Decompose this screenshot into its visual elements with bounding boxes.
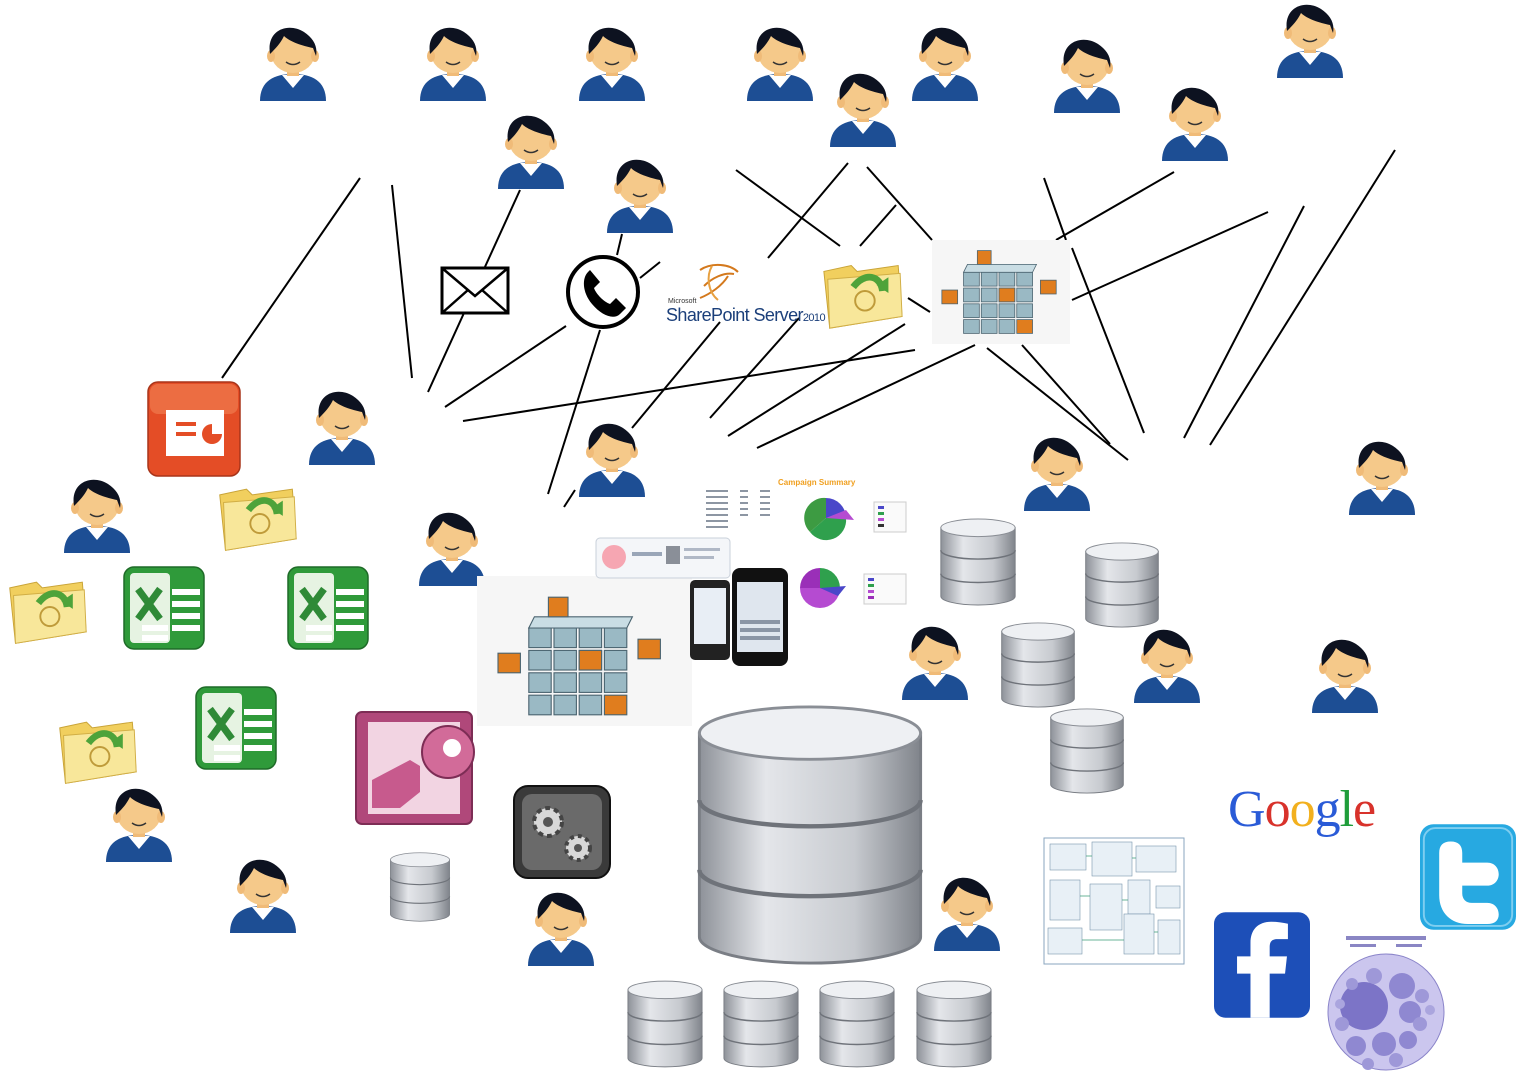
google-letter: G	[1228, 781, 1266, 838]
person-icon	[418, 512, 486, 586]
person-icon	[829, 73, 897, 147]
person-icon	[105, 788, 173, 862]
google-letter: o	[1264, 781, 1291, 838]
person-icon	[1276, 4, 1344, 78]
sharepoint-version: 2010	[802, 312, 826, 324]
connection-line	[1055, 171, 1175, 241]
person-icon	[63, 479, 131, 553]
sharepoint-product: SharePoint Server	[666, 305, 803, 325]
person-icon	[229, 859, 297, 933]
connection-line	[547, 329, 601, 495]
twitter-icon	[1420, 824, 1516, 930]
person-icon	[1161, 87, 1229, 161]
person-icon	[308, 391, 376, 465]
connection-line	[462, 349, 916, 422]
person-icon	[419, 27, 487, 101]
database-icon	[723, 980, 799, 1068]
shared-folder-icon	[10, 582, 86, 643]
google-logo: Google	[1228, 780, 1376, 839]
connection-line	[631, 321, 721, 429]
connection-line	[727, 323, 906, 437]
person-icon	[578, 423, 646, 497]
phone-icon	[566, 255, 640, 329]
google-letter: o	[1289, 781, 1316, 838]
shared-folder-icon	[60, 722, 136, 783]
connection-line	[859, 204, 897, 247]
connection-line	[907, 297, 931, 313]
person-icon	[933, 877, 1001, 951]
person-icon	[1348, 441, 1416, 515]
database-icon	[389, 852, 451, 922]
facebook-icon	[1214, 912, 1310, 1018]
connection-line	[1071, 211, 1269, 301]
person-icon	[578, 27, 646, 101]
bubble-chart	[1327, 936, 1445, 1071]
database-icon	[819, 980, 895, 1068]
connection-line	[616, 233, 623, 256]
person-icon	[606, 159, 674, 233]
person-icon	[1133, 629, 1201, 703]
sharepoint-logo-text: SharePoint Server2010	[666, 305, 826, 326]
campaign-summary-title: Campaign Summary	[778, 478, 856, 487]
connection-line	[986, 347, 1129, 461]
database-icon	[1049, 708, 1125, 794]
connection-lines	[221, 149, 1396, 508]
connection-line	[444, 325, 567, 408]
shared-folder-icon	[824, 266, 902, 329]
database-icon	[627, 980, 703, 1068]
connection-line	[1183, 205, 1305, 439]
database-icon	[916, 980, 992, 1068]
database-icon	[940, 518, 1016, 606]
connection-line	[866, 166, 933, 241]
google-letter: g	[1314, 781, 1341, 838]
database-icon	[1000, 622, 1076, 708]
connection-line	[639, 261, 661, 279]
person-icon	[1053, 39, 1121, 113]
google-letter: e	[1353, 781, 1376, 838]
connection-line	[709, 317, 800, 419]
connection-line	[756, 344, 976, 449]
person-icon	[527, 892, 595, 966]
shared-folder-icon	[220, 489, 296, 550]
sharepoint-brand: Microsoft	[668, 298, 697, 305]
excel-icon	[288, 567, 368, 649]
person-icon	[746, 27, 814, 101]
settings-gears-icon	[513, 785, 611, 879]
excel-icon	[196, 687, 276, 769]
person-icon	[1023, 437, 1091, 511]
schema-diagram	[1043, 837, 1185, 965]
dashboard-mockup	[595, 490, 907, 666]
connection-line	[221, 177, 361, 379]
database-icon	[1084, 542, 1160, 628]
google-letter: l	[1339, 781, 1354, 838]
person-icon	[901, 626, 969, 700]
envelope-icon	[440, 266, 510, 315]
powerpoint-icon	[147, 381, 241, 477]
access-key-icon	[355, 711, 475, 825]
connection-line	[1071, 247, 1145, 434]
connection-line	[1209, 149, 1396, 446]
person-icon	[497, 115, 565, 189]
person-icon	[1311, 639, 1379, 713]
connection-line	[1043, 177, 1067, 241]
connection-line	[391, 184, 413, 379]
excel-icon	[124, 567, 204, 649]
database-icon	[699, 707, 920, 963]
connection-line	[563, 489, 576, 508]
connection-line	[767, 162, 849, 259]
sharepoint-logo	[699, 264, 739, 301]
connection-line	[735, 169, 841, 247]
connection-line	[1021, 344, 1111, 445]
person-icon	[911, 27, 979, 101]
person-icon	[259, 27, 327, 101]
